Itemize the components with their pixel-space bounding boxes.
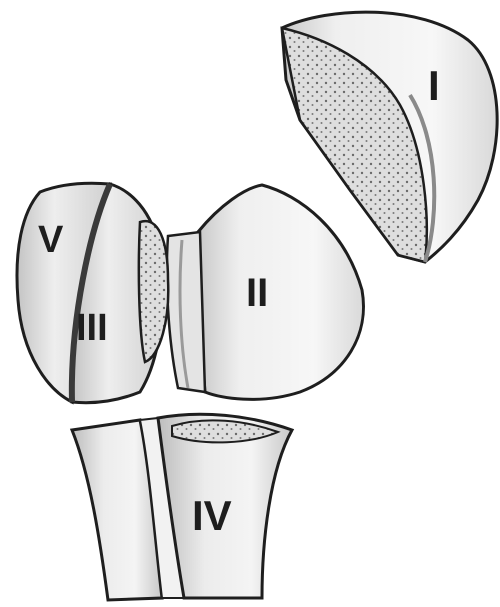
fragment-v-label: V — [38, 219, 64, 261]
fragment-ii-outline — [198, 185, 363, 399]
fragment-iv: IV — [72, 414, 292, 600]
fragment-iii-label: III — [76, 307, 108, 349]
fragment-ii-label: II — [246, 271, 268, 315]
fragment-iv-label: IV — [192, 492, 232, 539]
fragment-i-label: I — [428, 62, 440, 109]
fragment-ii: II — [167, 185, 364, 399]
fragment-iii-cancellous-surface — [139, 221, 168, 362]
